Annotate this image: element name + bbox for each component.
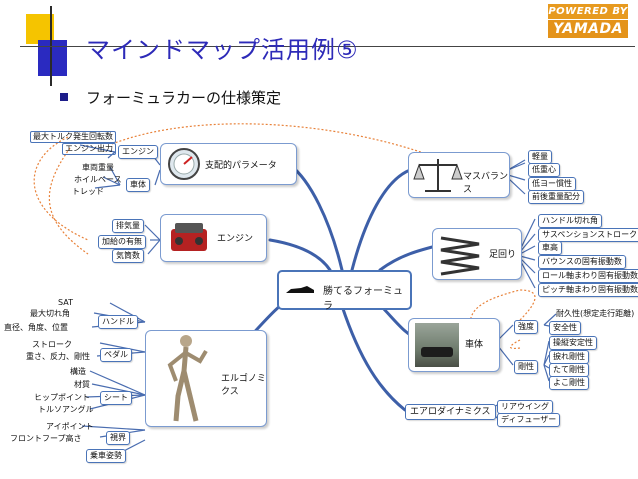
ergo-pedal: ペダル (100, 348, 132, 362)
ergo-stroke: ストローク (32, 340, 72, 349)
header-deco-yellow (26, 14, 54, 44)
logo-line1: POWERED BY (548, 4, 628, 19)
mass-low-yaw: 低ヨー慣性 (528, 177, 576, 191)
ergo-sat: SAT (58, 298, 73, 307)
mass-title: マスバランス (463, 172, 509, 195)
bullet-icon (60, 93, 68, 101)
logo-line2: YAMADA (548, 20, 628, 38)
param-max-torque: 最大トルク発生回転数 (30, 131, 116, 143)
bullet-text: フォーミュラカーの仕様策定 (86, 89, 282, 107)
ergo-torso-angle: トルソアングル (38, 405, 94, 414)
params-title: 支配的パラメータ (205, 161, 277, 171)
mass-light: 軽量 (528, 150, 552, 164)
engine-supercharge: 加給の有無 (98, 235, 146, 249)
engine-node: エンジン (160, 214, 267, 262)
car-icon (286, 286, 314, 293)
ergo-seat: シート (100, 391, 132, 405)
susp-bounce-freq: バウンスの固有振動数 (538, 255, 626, 269)
body-vertical: たて剛性 (549, 363, 589, 377)
mass-weight-dist: 前後重量配分 (528, 190, 584, 204)
body-rigidity: 剛性 (514, 360, 538, 374)
ergo-weight: 重さ、反力、剛性 (26, 352, 90, 361)
susp-stroke: サスペンションストローク (538, 228, 638, 242)
aero-rear-wing: リアウイング (497, 400, 553, 414)
param-sub-engine: エンジン (118, 145, 158, 159)
engine-icon (171, 223, 207, 251)
mass-node: マスバランス (408, 152, 510, 198)
body-node: 車体 (408, 318, 500, 372)
humanoid-figure-icon (167, 335, 208, 422)
susp-title: 足回り (489, 250, 517, 260)
scale-icon (413, 159, 463, 192)
engine-title: エンジン (217, 234, 254, 244)
body-durability: 耐久性(想定走行距離) (556, 309, 635, 318)
body-safety: 安全性 (549, 321, 581, 335)
ergo-node: エルゴノミクス (145, 330, 267, 427)
param-sub-body: 車体 (126, 178, 150, 192)
param-vehicle-weight: 車両重量 (82, 163, 114, 172)
page-title: マインドマップ活用例⑤ (86, 36, 359, 64)
ergo-diameter: 直径、角度、位置 (4, 323, 68, 332)
center-label: 勝てるフォーミュラ (323, 286, 403, 312)
ergo-view: 視界 (106, 431, 130, 445)
aero-diffuser: ディフューザー (497, 413, 561, 427)
susp-roll-freq: ロール軸まわり固有振動数 (538, 269, 638, 283)
center-node: 勝てるフォーミュラ (277, 270, 412, 312)
body-strength: 強度 (514, 320, 538, 334)
spring-icon (440, 236, 480, 276)
header-deco-hline (20, 46, 635, 47)
body-title: 車体 (465, 340, 484, 350)
ergo-max-angle: 最大切れ角 (30, 309, 70, 318)
mass-low-cg: 低重心 (528, 163, 560, 177)
body-handling: 操縦安定性 (549, 336, 597, 350)
engine-displacement: 排気量 (112, 219, 144, 233)
ergo-front-hoop: フロントフープ高さ (10, 434, 82, 443)
body-lateral: よこ剛性 (549, 376, 589, 390)
body-torsion: 捩れ剛性 (549, 350, 589, 364)
ergo-material: 材質 (74, 380, 90, 389)
params-node: 支配的パラメータ (160, 143, 297, 185)
param-engine-output: エンジン出力 (62, 143, 116, 155)
ergo-title: エルゴノミクス (221, 374, 266, 397)
susp-ride-height: 車高 (538, 241, 562, 255)
ergo-hip-point: ヒップポイント (34, 393, 90, 402)
ergo-posture: 乗車姿勢 (86, 449, 126, 463)
ergo-eye-point: アイポイント (46, 422, 94, 431)
param-tread: トレッド (72, 187, 104, 196)
susp-steer-angle: ハンドル切れ角 (538, 214, 602, 228)
param-wheelbase: ホイルベース (74, 175, 122, 184)
susp-pitch-freq: ピッチ軸まわり固有振動数 (538, 283, 638, 297)
race-car-photo (415, 323, 459, 367)
ergo-structure: 構造 (70, 367, 86, 376)
aero-node: エアロダイナミクス (405, 404, 496, 420)
ergo-handle: ハンドル (98, 315, 138, 329)
engine-cylinders: 気筒数 (112, 249, 144, 263)
powered-by-logo: POWERED BY YAMADA (548, 4, 628, 38)
gauge-icon (168, 148, 200, 180)
susp-node: 足回り (432, 228, 522, 280)
